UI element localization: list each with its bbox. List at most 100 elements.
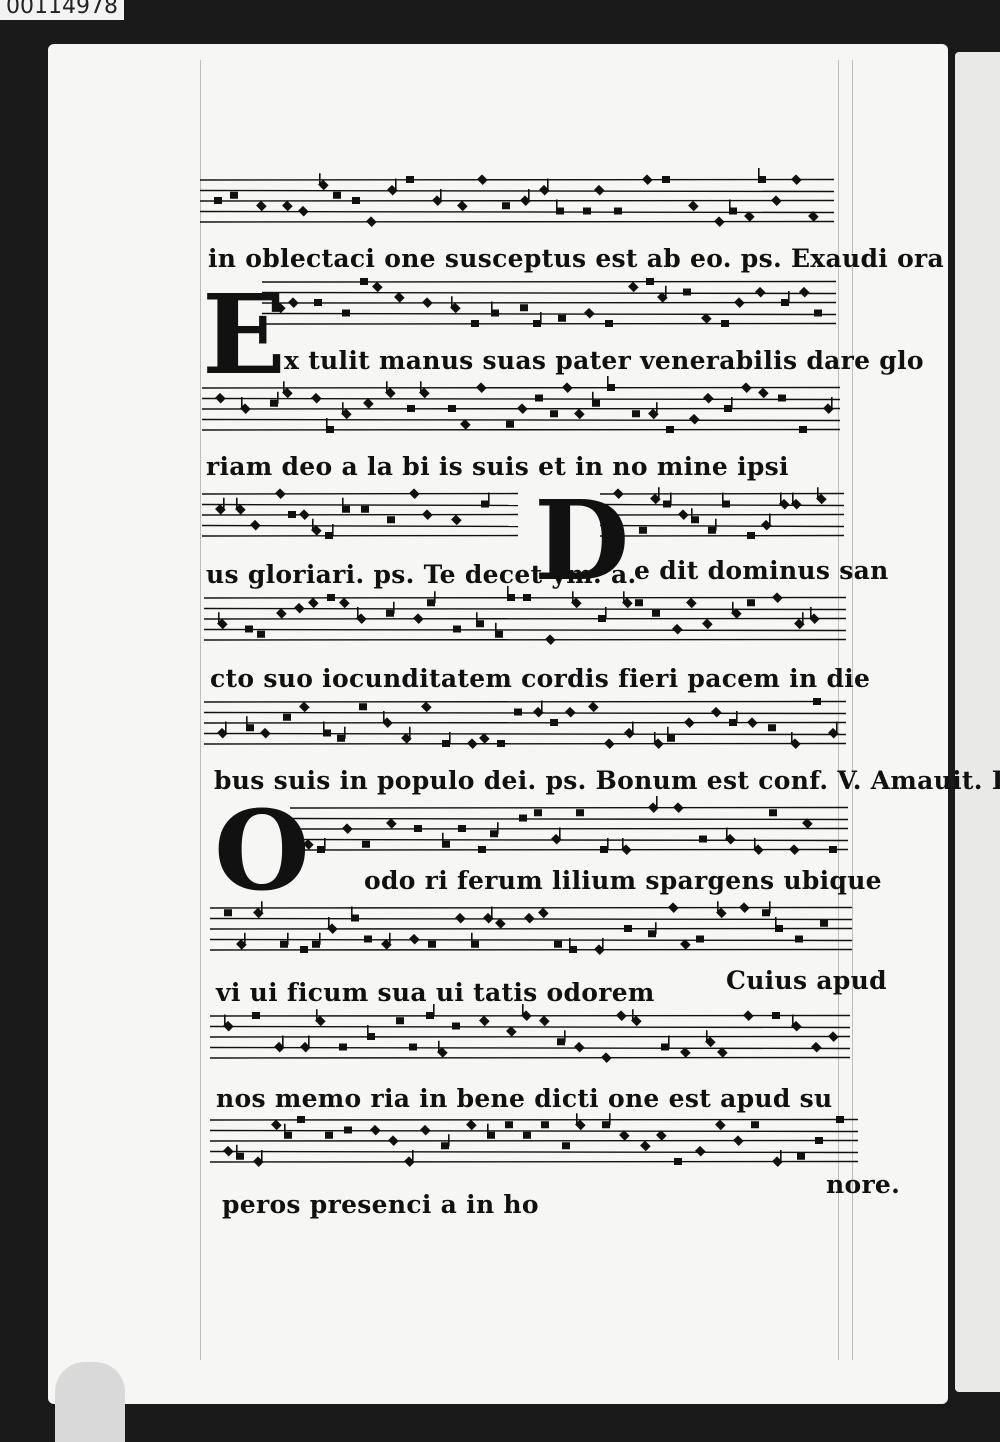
neume <box>476 620 484 628</box>
neume-stem <box>670 492 672 505</box>
neume-stem <box>736 711 738 723</box>
neume <box>661 1043 669 1051</box>
neume-stem <box>316 1009 318 1022</box>
neume <box>678 509 689 520</box>
neume <box>703 392 714 404</box>
neume <box>695 1145 706 1157</box>
neume <box>366 216 377 227</box>
neume <box>506 1026 517 1037</box>
neume <box>303 839 314 850</box>
neume <box>662 176 670 183</box>
neume <box>576 809 584 817</box>
staff-line <box>199 220 835 223</box>
neume <box>533 320 541 327</box>
neume-stem <box>342 497 344 510</box>
neume-stem <box>602 938 604 950</box>
neume <box>648 930 656 938</box>
neume-stem <box>754 838 756 850</box>
neume <box>689 413 700 425</box>
neume <box>523 1131 531 1139</box>
neume <box>666 426 674 433</box>
neume <box>640 1140 651 1152</box>
neume-stem <box>282 1035 284 1048</box>
neume <box>631 1015 642 1027</box>
neume-stem <box>655 922 657 935</box>
neume <box>724 405 732 412</box>
neume <box>680 939 691 950</box>
neume <box>680 1047 691 1058</box>
neume <box>758 387 769 399</box>
neume <box>275 302 286 314</box>
staff-line <box>199 199 835 202</box>
neume-stem <box>810 607 812 619</box>
neume-stem <box>261 901 263 914</box>
staff-line <box>261 312 837 316</box>
neume <box>387 184 398 196</box>
neume <box>451 514 462 526</box>
neume <box>791 174 802 185</box>
staff-line <box>201 503 519 507</box>
neume <box>701 313 712 324</box>
staff-line <box>261 301 837 304</box>
neume <box>495 630 503 638</box>
neume-stem <box>218 612 220 625</box>
neume <box>437 1047 448 1058</box>
neume <box>653 738 664 749</box>
neume <box>428 940 436 948</box>
neume-stem <box>656 402 658 415</box>
staff-line <box>203 711 847 715</box>
neume <box>487 1131 495 1139</box>
neume <box>288 297 299 308</box>
neume-stem <box>386 381 388 394</box>
neume <box>652 609 660 617</box>
neume <box>253 907 264 919</box>
neume <box>605 320 613 327</box>
neume <box>533 706 544 718</box>
neume <box>755 286 766 298</box>
neume <box>657 292 668 303</box>
neume <box>217 727 228 739</box>
neume <box>271 1119 282 1131</box>
neume-stem <box>817 487 819 500</box>
neume <box>224 909 232 917</box>
neume <box>535 394 543 402</box>
staff-line <box>599 524 845 528</box>
staff-line <box>201 524 519 528</box>
staff-line <box>209 1056 851 1059</box>
lyric-line-9: nos memo ria in bene dicti one est apud … <box>216 1084 833 1113</box>
neume <box>337 734 345 742</box>
neume <box>477 174 488 185</box>
neume <box>413 613 424 624</box>
staff-line <box>203 732 847 736</box>
neume <box>519 814 527 822</box>
neume <box>514 708 522 716</box>
neume-stem <box>420 381 422 394</box>
staff-line <box>199 210 835 214</box>
neume <box>721 320 729 327</box>
neume <box>396 1017 404 1025</box>
neume <box>341 408 352 420</box>
neume-stem <box>836 721 838 734</box>
lyric-line-10b: nore. <box>826 1170 901 1199</box>
neume <box>733 1135 744 1146</box>
neume <box>467 738 478 749</box>
neume <box>828 727 839 739</box>
neume-stem <box>241 397 243 409</box>
staff-line <box>261 280 837 283</box>
neume-stem <box>367 1025 369 1037</box>
neume-stem <box>448 1134 450 1147</box>
neume <box>466 1119 477 1131</box>
neume <box>683 288 691 296</box>
staff-line <box>289 827 849 830</box>
staff-line <box>261 322 837 325</box>
neume <box>294 602 305 614</box>
neume <box>809 613 820 624</box>
neume <box>592 399 600 407</box>
staff-line <box>209 938 853 942</box>
neume-stem <box>717 901 719 914</box>
neume <box>734 297 745 308</box>
neume <box>502 202 510 210</box>
neume <box>280 940 288 948</box>
neume-stem <box>547 178 549 191</box>
neume-stem <box>569 938 571 950</box>
